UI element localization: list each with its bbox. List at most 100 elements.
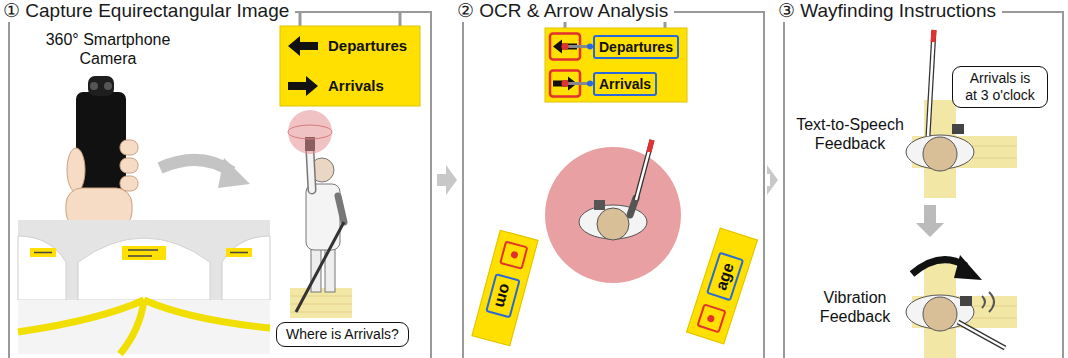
flow-arrow	[767, 165, 778, 195]
equirectangular-image	[226, 248, 252, 257]
smartphone-camera	[120, 176, 138, 191]
equirectangular-image	[30, 248, 56, 257]
smartphone-camera	[90, 82, 98, 90]
sign-text: om	[485, 273, 520, 318]
capture-arrow	[160, 160, 232, 172]
sign-text: Arrivals	[593, 72, 657, 96]
standing-user	[310, 152, 312, 190]
arrow-dot	[706, 314, 715, 323]
rotated-sign: age	[686, 228, 758, 345]
capture-arrow	[160, 158, 250, 188]
standing-user	[290, 312, 352, 313]
speech-text: Where is Arrivals?	[286, 326, 399, 343]
speech-feedback-user	[928, 30, 934, 136]
direction-sign-board	[288, 76, 318, 96]
smartphone-camera	[120, 158, 138, 173]
panel-heading: ① Capture Equirectangular Image	[3, 0, 295, 22]
vibration-feedback-user	[989, 292, 994, 312]
top-view-user	[545, 140, 681, 283]
standing-user	[296, 222, 344, 312]
analysis-sign-board	[562, 43, 569, 50]
equirectangular-image	[34, 252, 52, 254]
panel-heading: ② OCR & Arrow Analysis	[457, 0, 674, 22]
equirectangular-image	[18, 300, 270, 354]
speech-feedback-user	[906, 30, 1017, 198]
top-view-user	[649, 140, 652, 152]
vibration-feedback-user	[954, 255, 982, 280]
direction-sign-board	[299, 11, 302, 26]
equirectangular-image	[128, 249, 158, 251]
step-arrow	[916, 205, 944, 237]
top-view-user	[545, 147, 681, 283]
direction-sign: DeparturesArrivals	[280, 26, 420, 106]
top-view-user	[630, 198, 636, 215]
vibration-feedback-user	[982, 296, 985, 308]
speech-feedback-user	[923, 137, 957, 171]
smartphone-camera	[120, 140, 138, 155]
speech-bubble: Arrivals is at 3 o'clock	[952, 66, 1048, 108]
analysis-sign-board	[562, 80, 569, 87]
sign-text: Arrivals	[328, 77, 384, 95]
vibration-feedback-user	[958, 322, 1005, 348]
equirectangular-image	[144, 300, 270, 328]
top-view-user	[636, 140, 652, 200]
detected-sign: DeparturesArrivals	[545, 28, 687, 102]
top-view-user	[597, 208, 629, 240]
direction-sign-board	[280, 11, 420, 106]
vibration-feedback-user	[923, 297, 957, 331]
equirectangular-image	[230, 252, 248, 254]
step-arrow	[916, 205, 944, 237]
vibration-feedback-user	[924, 262, 956, 358]
analysis-sign-board	[565, 82, 590, 85]
direction-sign-board	[288, 36, 318, 56]
speech-bubble: Where is Arrivals?	[276, 322, 409, 347]
vibration-feedback-user	[958, 322, 1005, 348]
stage-panel: ① Capture Equirectangular ImageDeparture…	[8, 11, 432, 358]
equirectangular-image	[120, 300, 144, 354]
top-view-user	[636, 140, 652, 200]
stage-panel: ② OCR & Arrow AnalysisDeparturesArrivals…	[462, 11, 765, 358]
equirectangular-image	[18, 236, 66, 300]
sign-text: Departures	[593, 35, 679, 59]
vibration-feedback-user	[960, 296, 972, 306]
analysis-sign-board	[545, 28, 687, 102]
caption-label: Text-to-Speech Feedback	[791, 115, 909, 153]
panel-heading: ③ Wayfinding Instructions	[778, 0, 1002, 22]
analysis-sign-board	[545, 11, 687, 102]
standing-user	[288, 125, 332, 139]
standing-user	[338, 196, 344, 222]
arrow-box	[499, 240, 528, 269]
smartphone-camera	[66, 76, 138, 228]
equirectangular-image	[128, 255, 152, 257]
arrow-box	[696, 303, 726, 333]
sign-text: Departures	[328, 37, 407, 55]
equirectangular-image	[18, 300, 144, 332]
speech-text: Arrivals is at 3 o'clock	[962, 70, 1038, 104]
caption-label: 360° Smartphone Camera	[38, 30, 178, 68]
equirectangular-image	[18, 220, 270, 354]
flow-arrow	[437, 165, 457, 195]
sign-text: age	[706, 252, 744, 301]
speech-feedback-user	[933, 30, 934, 42]
smartphone-camera	[88, 76, 114, 96]
direction-sign-board	[280, 26, 420, 106]
smartphone-camera	[67, 148, 85, 192]
equirectangular-image	[18, 220, 270, 354]
standing-user	[288, 110, 332, 154]
equirectangular-image	[122, 246, 166, 260]
analysis-sign-board	[565, 45, 590, 48]
top-view-user	[579, 205, 647, 239]
vibration-feedback-user	[906, 255, 1017, 358]
caption-label: Vibration Feedback	[800, 288, 910, 326]
rotated-sign: om	[471, 230, 538, 347]
equirectangular-image	[78, 238, 210, 300]
arrow-dot	[510, 251, 519, 260]
smartphone-camera	[104, 82, 112, 90]
top-view-user	[594, 200, 605, 210]
standing-user	[288, 110, 352, 318]
capture-arrow	[218, 158, 250, 188]
equirectangular-image	[222, 236, 270, 300]
speech-feedback-user	[952, 124, 964, 134]
